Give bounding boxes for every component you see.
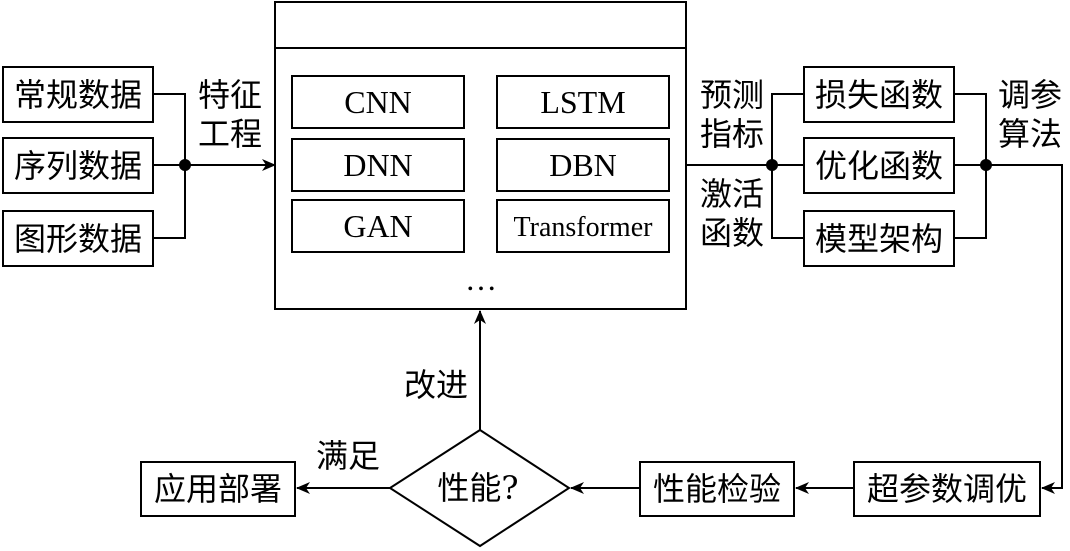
metrics-label-line1: 预测	[700, 76, 764, 114]
component-label-architecture: 模型架构	[815, 220, 943, 258]
component-box-loss	[803, 66, 955, 123]
model-label-dnn: DNN	[343, 147, 412, 183]
hyper-tuning-box	[853, 461, 1041, 517]
input-box-sequence	[2, 137, 154, 194]
tuning-label-line1: 调参	[998, 76, 1062, 114]
component-box-optimizer	[803, 137, 955, 194]
decision-label: 性能?	[437, 469, 518, 507]
component-label-optimizer: 优化函数	[815, 147, 943, 185]
metrics-label-line2: 指标	[700, 115, 764, 153]
perf-check-box	[639, 461, 795, 517]
model-box-dbn	[496, 138, 670, 192]
feature-label-line2: 工程	[198, 115, 262, 153]
model-box-lstm	[496, 75, 670, 129]
model-box-gan	[291, 199, 465, 253]
tuning-label-line2: 算法	[998, 115, 1062, 153]
tuning-feedback-arrow	[986, 164, 1063, 494]
feature-label-line1: 特征	[198, 76, 262, 114]
model-label-gan: GAN	[343, 208, 412, 244]
input-box-graph	[2, 210, 154, 267]
model-label-cnn: CNN	[344, 84, 412, 120]
model-label-lstm: LSTM	[540, 84, 625, 120]
input-label-regular: 常规数据	[14, 76, 142, 114]
input-label-sequence: 序列数据	[14, 147, 142, 185]
input-box-regular	[2, 66, 154, 123]
model-label-transformer: Transformer	[514, 212, 654, 243]
model-box-transformer	[496, 199, 670, 253]
deploy-label: 应用部署	[154, 470, 282, 508]
model-box-cnn	[291, 75, 465, 129]
component-label-loss: 损失函数	[815, 76, 943, 114]
component-left-junction-dot	[766, 159, 778, 171]
performance-decision-diamond	[388, 428, 571, 548]
activation-label-line2: 函数	[700, 214, 764, 252]
deploy-box	[140, 461, 296, 517]
model-more-ellipsis: …	[465, 261, 497, 297]
activation-label-line1: 激活	[700, 175, 764, 213]
improve-label: 改进	[404, 366, 468, 404]
model-label-dbn: DBN	[549, 147, 617, 183]
perf-check-label: 性能检验	[653, 470, 781, 508]
hyper-tuning-label: 超参数调优	[867, 470, 1027, 508]
satisfy-label: 满足	[316, 437, 380, 475]
model-box-dnn	[291, 138, 465, 192]
input-label-graph: 图形数据	[14, 220, 142, 258]
